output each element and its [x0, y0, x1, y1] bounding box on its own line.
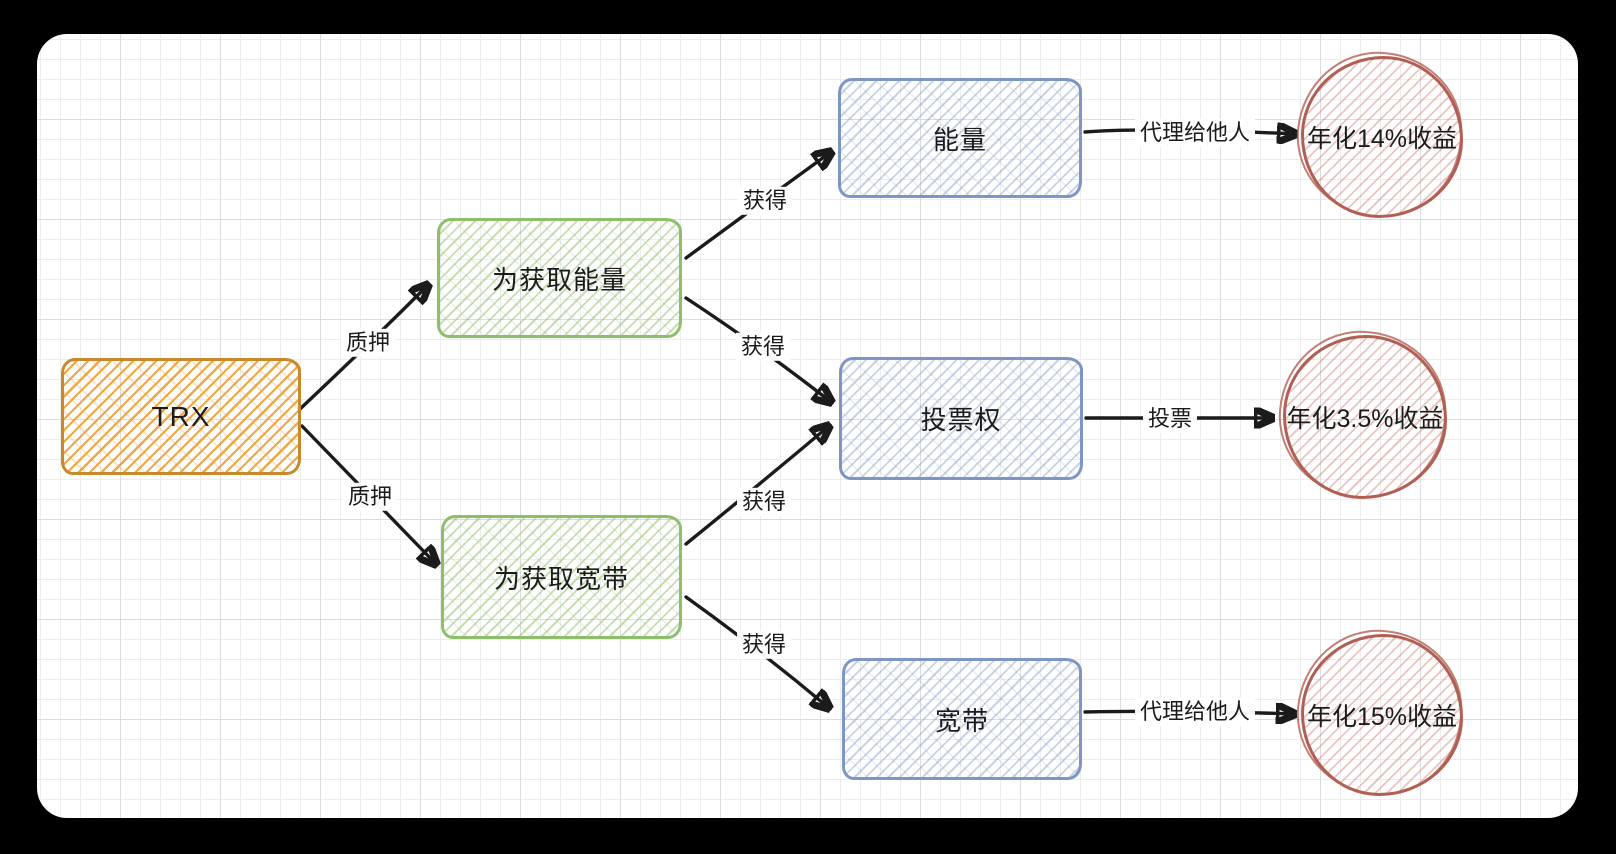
- node-bandwidth-label: 宽带: [934, 705, 989, 736]
- edge-label-stake-bottom: 质押: [342, 482, 398, 512]
- edge-label-delegate-top: 代理给他人: [1134, 118, 1256, 148]
- node-for-energy[interactable]: 为获取能量: [437, 218, 682, 338]
- node-for-bandwidth-label: 为获取宽带: [493, 563, 629, 594]
- node-yield-energy[interactable]: 年化14%收益: [1301, 56, 1463, 218]
- node-yield-energy-label: 年化14%收益: [1306, 125, 1458, 153]
- edge-label-gain-2: 获得: [735, 332, 791, 362]
- node-yield-voting[interactable]: 年化3.5%收益: [1283, 335, 1447, 499]
- edge-label-vote: 投票: [1142, 404, 1198, 434]
- edge-label-gain-3: 获得: [736, 487, 792, 517]
- node-energy[interactable]: 能量: [838, 78, 1082, 198]
- edge-label-delegate-bottom: 代理给他人: [1134, 697, 1256, 727]
- node-voting-right-label: 投票权: [920, 405, 1002, 435]
- node-for-energy-label: 为获取能量: [491, 264, 627, 295]
- node-voting-right[interactable]: 投票权: [839, 357, 1083, 480]
- node-for-bandwidth[interactable]: 为获取宽带: [441, 515, 682, 639]
- node-yield-voting-label: 年化3.5%收益: [1286, 405, 1444, 433]
- edge-label-stake-top: 质押: [340, 328, 396, 358]
- node-yield-bandwidth-label: 年化15%收益: [1306, 703, 1458, 731]
- node-trx[interactable]: TRX: [61, 358, 301, 475]
- edge-label-gain-4: 获得: [736, 630, 792, 660]
- node-yield-bandwidth[interactable]: 年化15%收益: [1301, 634, 1463, 796]
- node-trx-label: TRX: [151, 400, 211, 432]
- node-energy-label: 能量: [932, 124, 987, 155]
- edge-label-gain-1: 获得: [737, 186, 793, 216]
- node-bandwidth[interactable]: 宽带: [842, 658, 1082, 780]
